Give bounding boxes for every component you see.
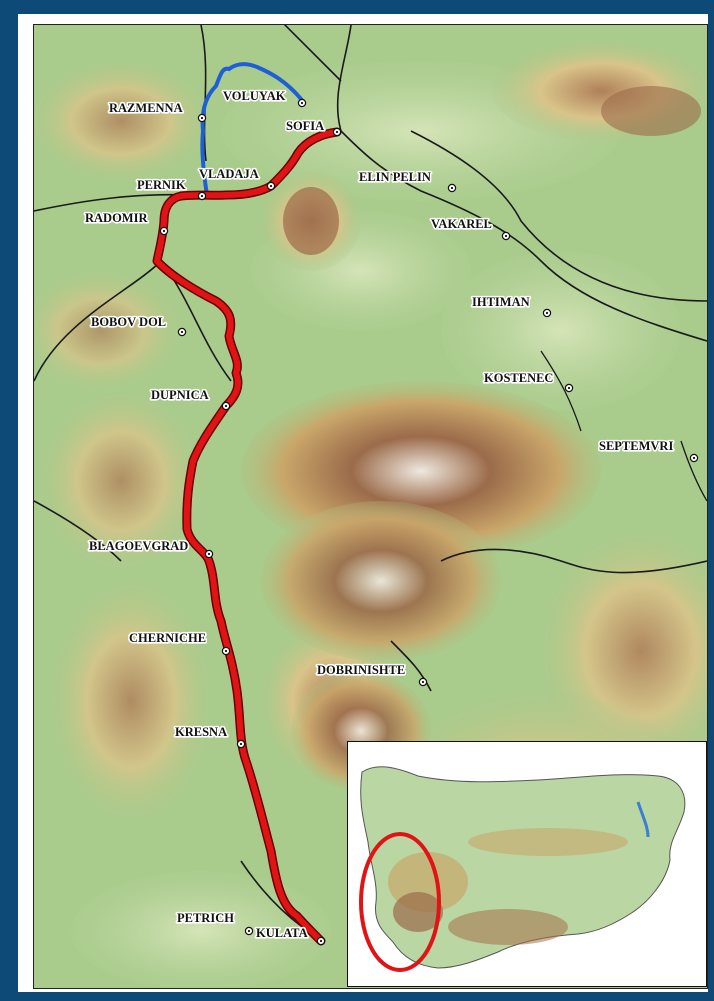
city-dupnica[interactable]: DUPNICA [149, 386, 231, 411]
city-label: RADOMIR [85, 211, 148, 225]
city-kulata[interactable]: KULATA [254, 924, 326, 946]
alternate-route-line [200, 62, 303, 197]
city-label: VLADAJA [199, 167, 259, 181]
main-route-line [152, 127, 342, 946]
city-razmenna[interactable]: RAZMENNA [107, 99, 207, 123]
city-elin-pelin[interactable]: ELIN PELIN [357, 168, 457, 193]
city-label: BLAGOEVGRAD [89, 539, 188, 553]
city-sofia[interactable]: SOFIA [284, 117, 342, 137]
city-kostenec[interactable]: KOSTENEC [482, 369, 574, 393]
city-petrich[interactable]: PETRICH [175, 909, 254, 936]
city-pernik[interactable]: PERNIK [135, 176, 207, 201]
city-vladaja[interactable]: VLADAJA [197, 165, 276, 191]
city-label: BOBOV DOL [91, 315, 166, 329]
city-label: DOBRINISHTE [317, 663, 405, 677]
city-voluyak[interactable]: VOLUYAK [221, 87, 307, 108]
city-markers: VOLUYAK RAZMENNA SOFIA VLADAJA PERNIK ELIN PE… [83, 87, 699, 946]
city-ihtiman[interactable]: IHTIMAN [470, 293, 552, 318]
city-label: VAKAREL [431, 217, 492, 231]
city-label: KOSTENEC [484, 371, 553, 385]
city-label: KRESNA [175, 725, 227, 739]
highlight-ellipse [359, 832, 441, 972]
city-dobrinishte[interactable]: DOBRINISHTE [315, 661, 428, 687]
city-label: RAZMENNA [109, 101, 183, 115]
city-vakarel[interactable]: VAKAREL [429, 215, 511, 241]
city-label: IHTIMAN [472, 295, 530, 309]
city-label: PERNIK [137, 178, 186, 192]
bulgaria-locator-map-icon [348, 742, 706, 986]
city-septemvri[interactable]: SEPTEMVRI [597, 437, 699, 463]
city-kresna[interactable]: KRESNA [173, 723, 246, 749]
inset-locator-map [347, 741, 707, 987]
city-cherniche[interactable]: CHERNICHE [127, 629, 231, 656]
relief-map[interactable]: VOLUYAK RAZMENNA SOFIA VLADAJA PERNIK ELIN PE… [33, 24, 708, 989]
city-label: SEPTEMVRI [599, 439, 673, 453]
city-label: VOLUYAK [223, 89, 286, 103]
city-label: CHERNICHE [129, 631, 206, 645]
city-label: ELIN PELIN [359, 170, 431, 184]
city-label: KULATA [256, 926, 308, 940]
city-label: DUPNICA [151, 388, 209, 402]
city-label: PETRICH [177, 911, 234, 925]
city-bobov-dol[interactable]: BOBOV DOL [89, 313, 187, 337]
city-blagoevgrad[interactable]: BLAGOEVGRAD [87, 537, 214, 559]
city-radomir[interactable]: RADOMIR [83, 209, 169, 236]
city-label: SOFIA [286, 119, 324, 133]
